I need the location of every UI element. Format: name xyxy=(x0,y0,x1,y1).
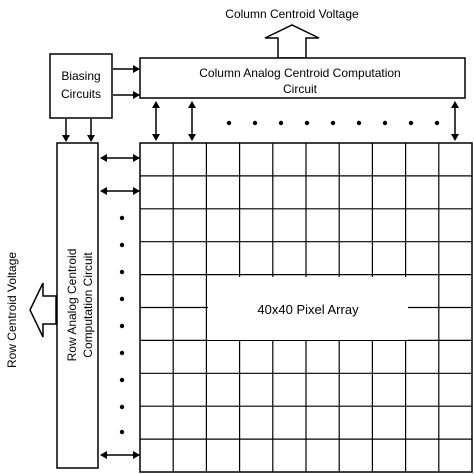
column-circuit-label-line2: Circuit xyxy=(283,82,318,96)
row-circuit-label-line1: Row Analog Centroid xyxy=(65,249,79,362)
row-circuit-label-line2: Computation Circuit xyxy=(81,252,95,358)
pixel-array-label: 40x40 Pixel Array xyxy=(257,302,359,317)
row-ellipsis-dots xyxy=(119,215,125,435)
column-centroid-voltage-label: Column Centroid Voltage xyxy=(225,7,359,21)
column-centroid-circuit-box xyxy=(139,57,466,99)
biasing-label-line2: Circuits xyxy=(61,87,101,101)
column-ellipsis-dots xyxy=(226,120,440,126)
pixel-array-label-background xyxy=(208,277,408,340)
column-circuit-label-line1: Column Analog Centroid Computation xyxy=(199,66,400,80)
row-centroid-circuit-box xyxy=(56,142,99,469)
row-centroid-voltage-label: Row Centroid Voltage xyxy=(5,252,19,368)
column-output-arrow-icon xyxy=(264,24,320,59)
biasing-label-line1: Biasing xyxy=(61,69,100,83)
biasing-circuits-box xyxy=(49,53,113,119)
row-output-arrow-icon xyxy=(29,282,57,338)
